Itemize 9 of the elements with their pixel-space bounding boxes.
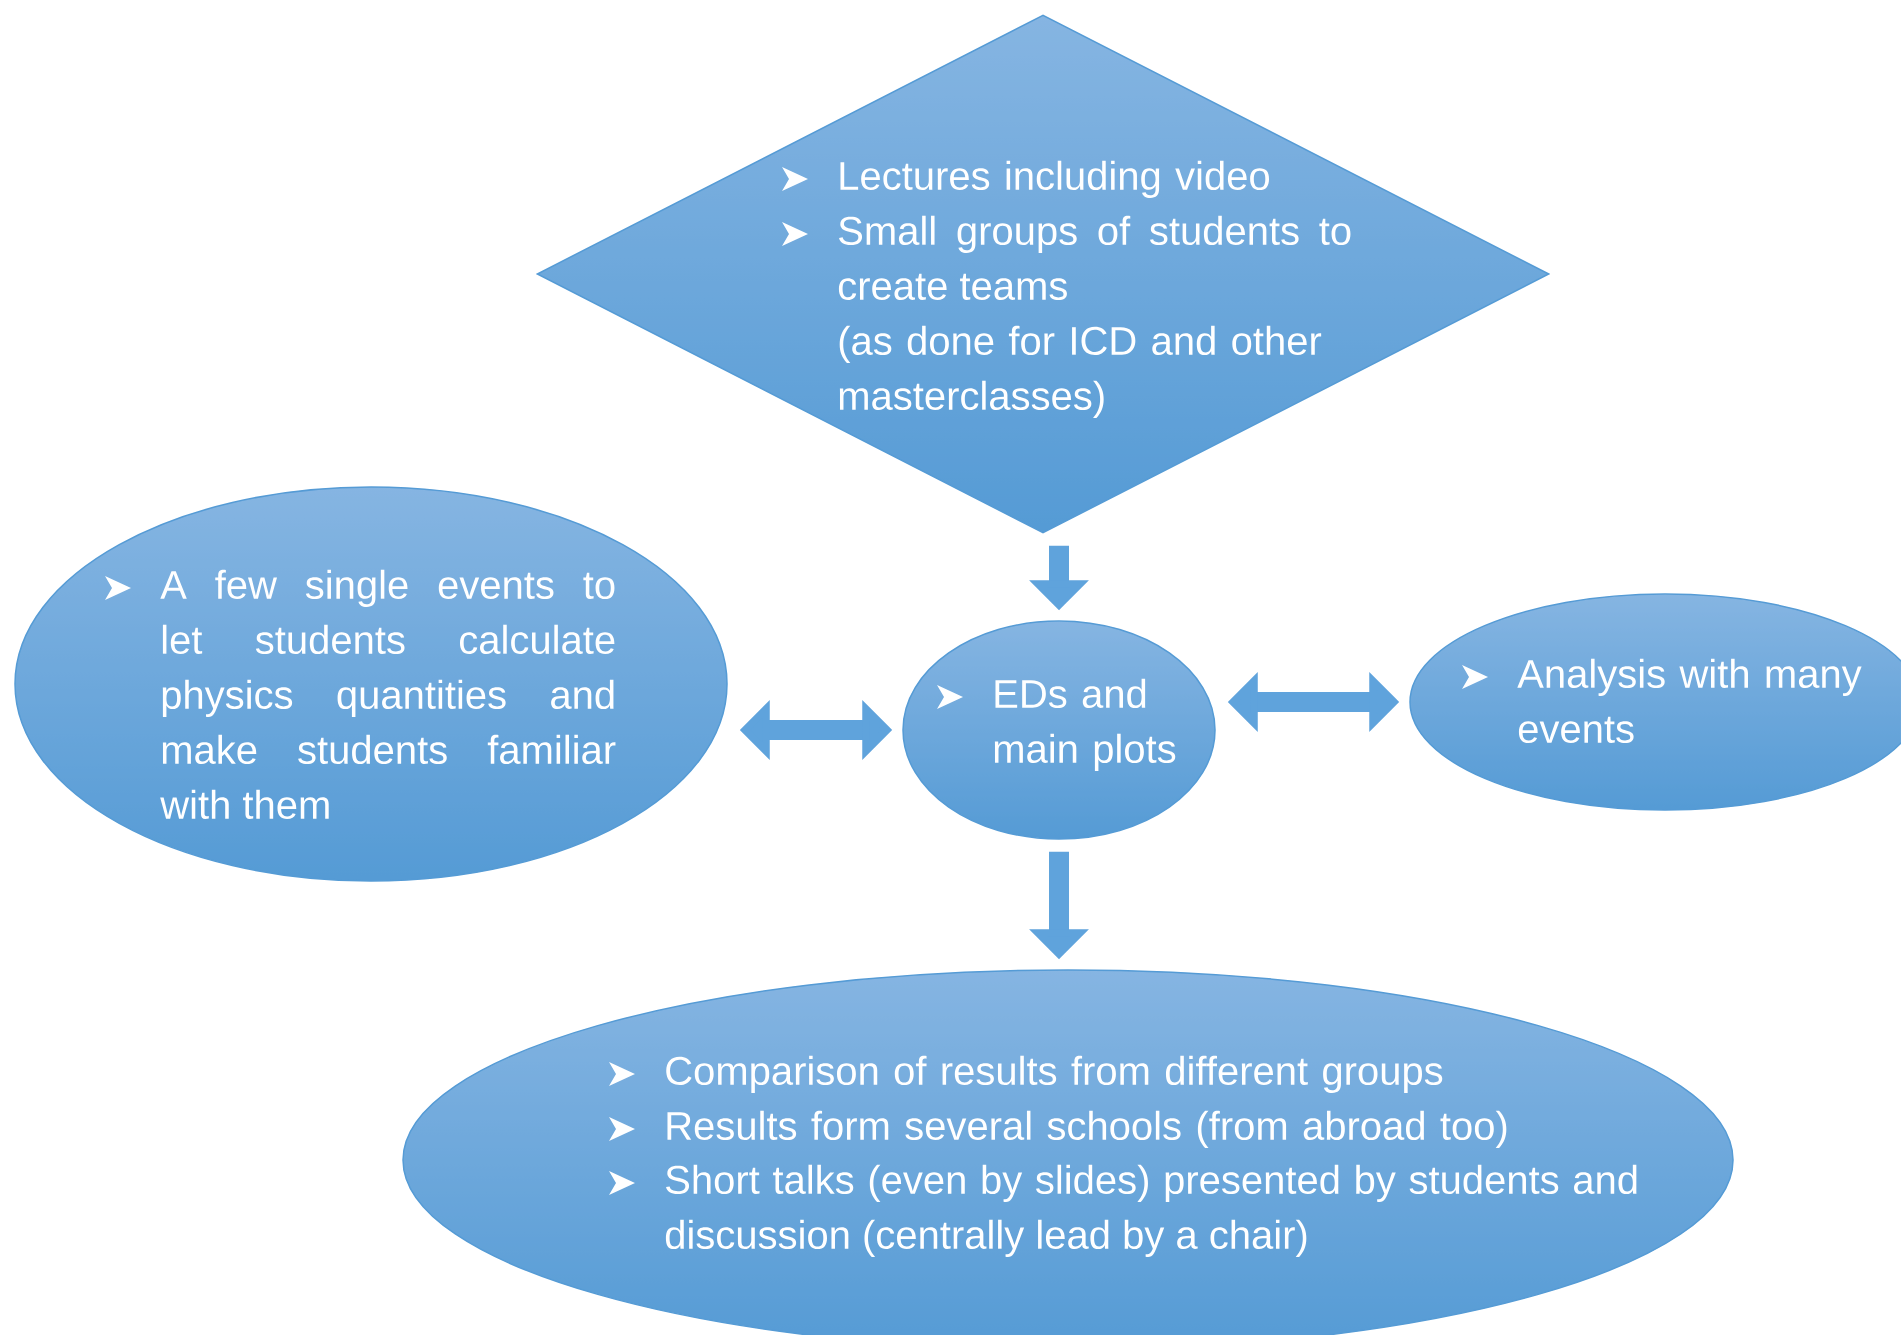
bullet-text: Small groups of students to create teams [838, 215, 1351, 301]
bullet-text: A few single events to let students calculate physics quantities and make students familiar with them [160, 569, 616, 820]
bullet-text: EDs and main plots [994, 678, 1176, 771]
bullet-text: Analysis with many events [1517, 658, 1862, 744]
bullet-text: Results form several schools (from abroad too) [667, 1110, 1507, 1148]
bullet-text: Lectures including video [840, 160, 1269, 198]
bullet-text: Short talks (even by slides) presented by students and discussion (centrally lead by a chair) [665, 1164, 1637, 1257]
bullet-text: (as done for ICD and other masterclasses) [839, 325, 1322, 418]
bullet-text: Comparison of results from different groups [666, 1055, 1443, 1093]
